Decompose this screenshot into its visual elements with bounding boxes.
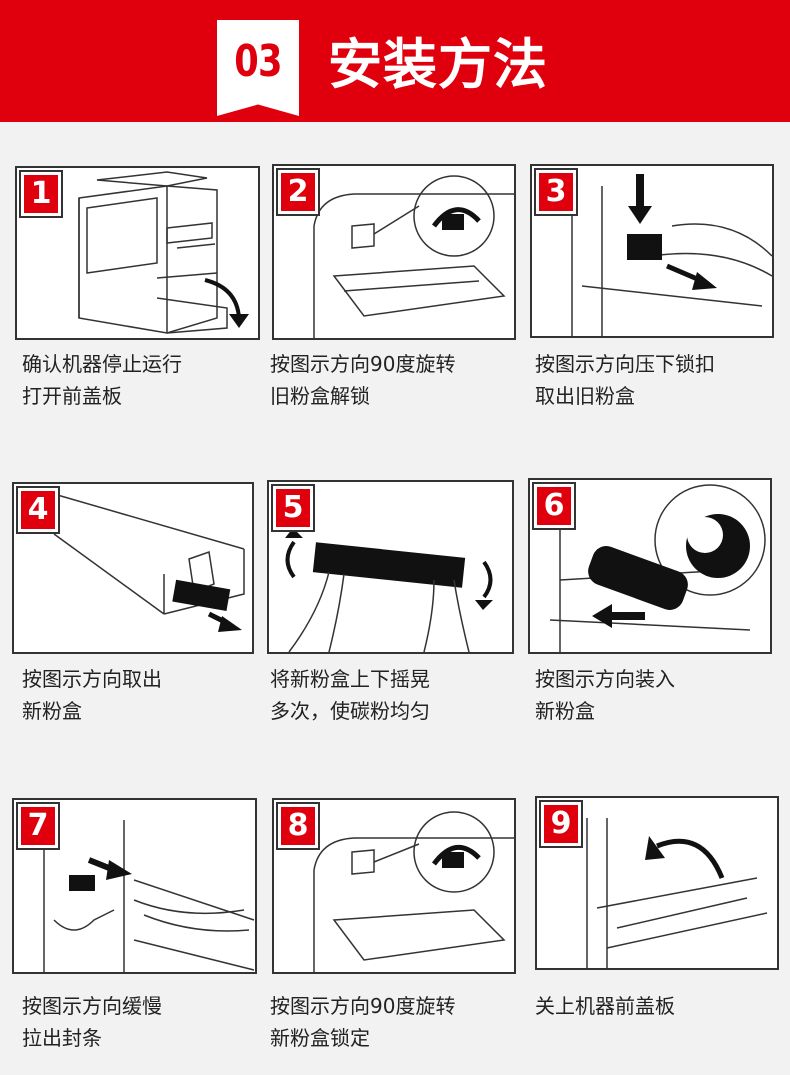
step-7-illustration: 7 [12, 798, 257, 974]
unbox-toner-drawing [53, 493, 245, 632]
step-2-caption-line1: 按图示方向90度旋转 [270, 352, 456, 376]
step-4-caption-line2: 新粉盒 [22, 699, 82, 723]
step-6-caption: 按图示方向装入 新粉盒 [535, 663, 675, 727]
step-5-number: 5 [271, 484, 315, 532]
close-cover-drawing [586, 818, 768, 968]
step-4-number: 4 [16, 486, 60, 534]
page-title: 安装方法 [328, 33, 548, 96]
step-3-illustration: 3 [530, 164, 774, 338]
step-6-caption-line1: 按图示方向装入 [535, 667, 675, 691]
step-7-number: 7 [16, 802, 60, 850]
step-9-illustration: 9 [535, 796, 779, 970]
pull-seal-drawing [43, 820, 255, 972]
copier-open-cover-drawing [78, 171, 249, 334]
rotate-lock-drawing [313, 811, 514, 972]
step-1-number: 1 [19, 170, 63, 218]
step-9-caption-line1: 关上机器前盖板 [535, 994, 675, 1018]
step-2-caption-line2: 旧粉盒解锁 [270, 384, 370, 408]
step-7-caption-line2: 拉出封条 [22, 1026, 102, 1050]
step-8-caption-line2: 新粉盒锁定 [270, 1026, 370, 1050]
step-4-illustration: 4 [12, 482, 254, 654]
step-2-caption: 按图示方向90度旋转 旧粉盒解锁 [270, 348, 455, 412]
section-badge [217, 20, 299, 116]
step-9-caption: 关上机器前盖板 [535, 990, 675, 1022]
step-7-caption-line1: 按图示方向缓慢 [22, 994, 162, 1018]
step-2-number: 2 [276, 168, 320, 216]
step-9-number: 9 [539, 800, 583, 848]
step-6-number: 6 [532, 482, 576, 530]
step-7-caption: 按图示方向缓慢 拉出封条 [22, 990, 162, 1054]
step-8-caption-line1: 按图示方向90度旋转 [270, 994, 456, 1018]
step-3-caption-line1: 按图示方向压下锁扣 [535, 352, 715, 376]
step-1-caption-line2: 打开前盖板 [22, 384, 122, 408]
step-5-illustration: 5 [267, 480, 514, 654]
step-4-caption-line1: 按图示方向取出 [22, 667, 162, 691]
step-8-caption: 按图示方向90度旋转 新粉盒锁定 [270, 990, 455, 1054]
step-2-illustration: 2 [272, 164, 516, 340]
step-3-caption: 按图示方向压下锁扣 取出旧粉盒 [535, 348, 715, 412]
step-5-caption: 将新粉盒上下摇晃 多次，使碳粉均匀 [270, 663, 430, 727]
shake-toner-drawing [285, 528, 493, 652]
step-8-illustration: 8 [272, 798, 516, 974]
step-6-caption-line2: 新粉盒 [535, 699, 595, 723]
step-4-caption: 按图示方向取出 新粉盒 [22, 663, 162, 727]
step-1-illustration: 1 [15, 166, 260, 340]
step-5-caption-line2: 多次，使碳粉均匀 [270, 699, 430, 723]
step-6-illustration: 6 [528, 478, 772, 654]
press-lock-remove-drawing [571, 174, 772, 336]
rotate-lever-drawing [313, 175, 514, 338]
step-8-number: 8 [276, 802, 320, 850]
step-3-number: 3 [534, 168, 578, 216]
step-1-caption: 确认机器停止运行 打开前盖板 [22, 348, 182, 412]
insert-toner-drawing [549, 484, 766, 652]
step-3-caption-line2: 取出旧粉盒 [535, 384, 635, 408]
step-1-caption-line1: 确认机器停止运行 [22, 352, 182, 376]
step-5-caption-line1: 将新粉盒上下摇晃 [270, 667, 430, 691]
header-banner [0, 0, 790, 122]
section-number: 03 [234, 36, 282, 87]
